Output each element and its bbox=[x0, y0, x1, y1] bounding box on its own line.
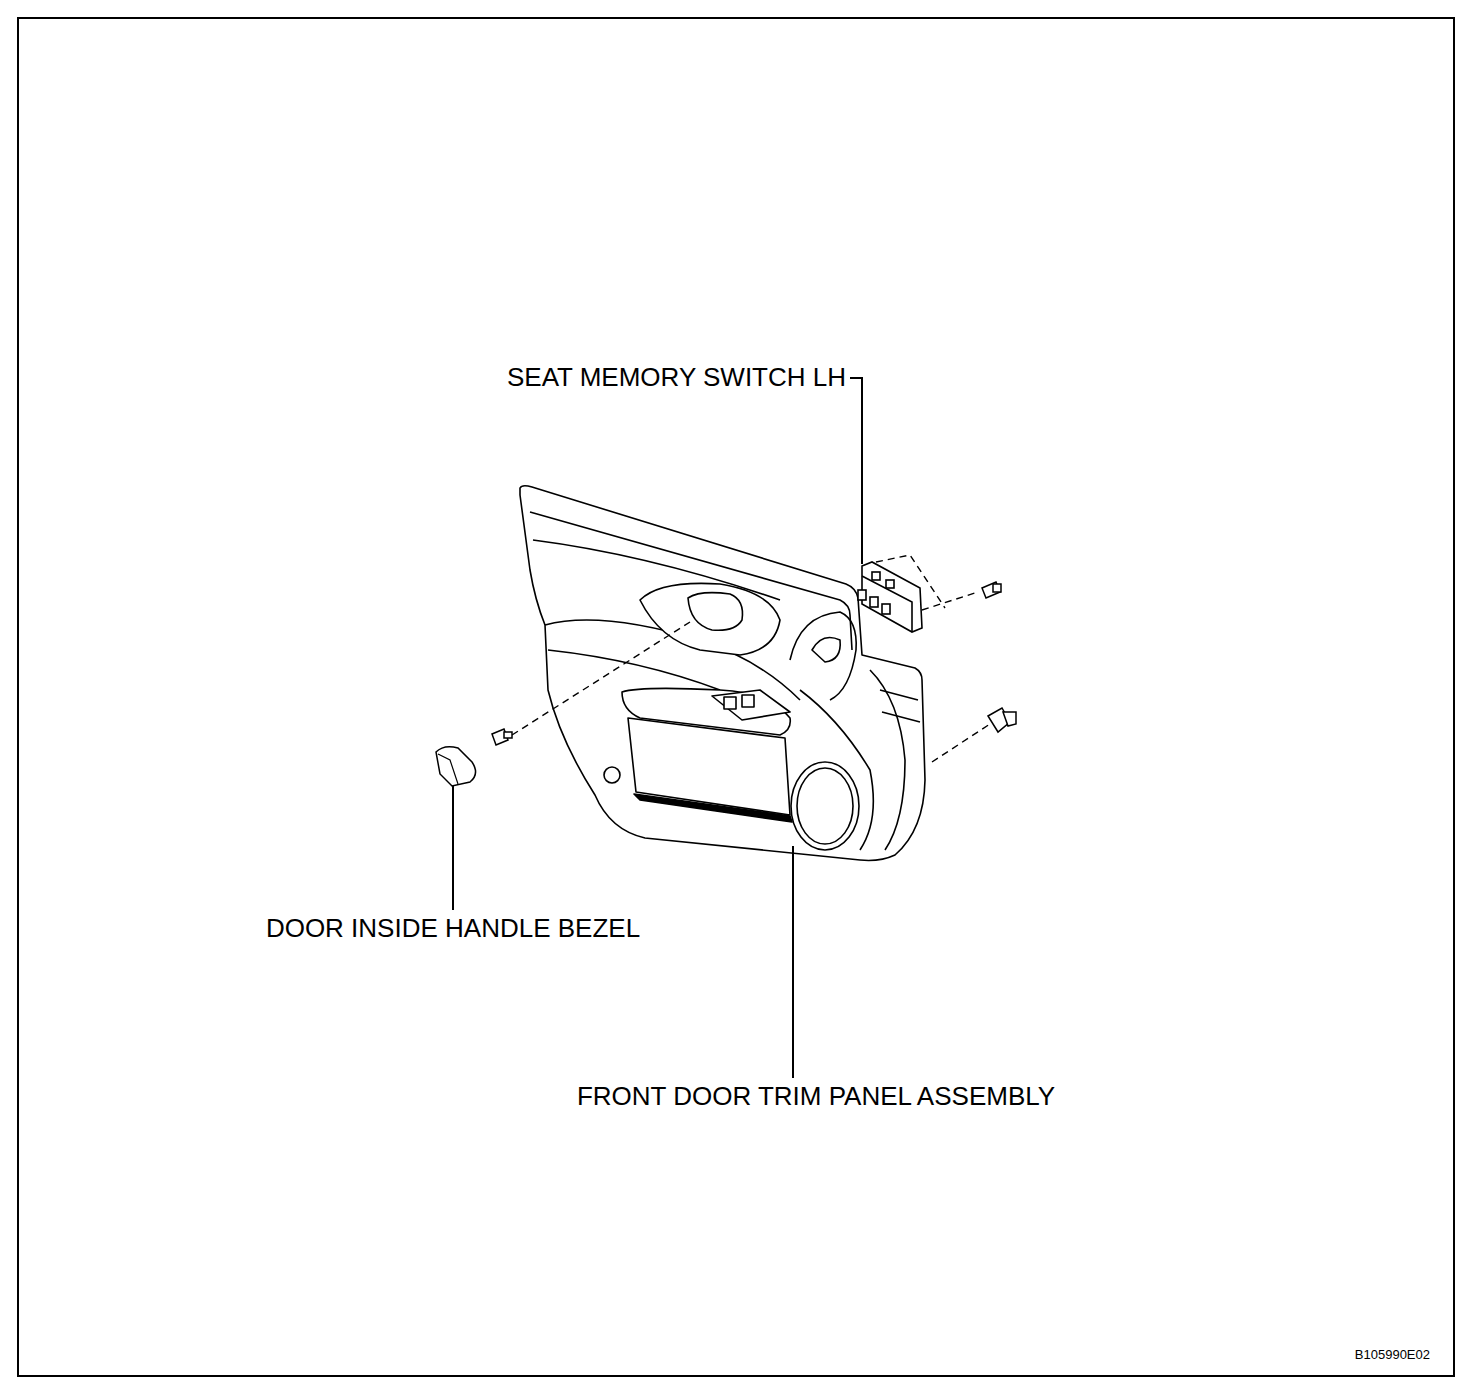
dashed-assembly-lines bbox=[512, 555, 990, 762]
seat-memory-switch bbox=[858, 562, 922, 632]
part-name: DOOR INSIDE HANDLE BEZEL bbox=[266, 914, 640, 944]
handle-bezel-edge bbox=[438, 754, 458, 784]
frame-border bbox=[18, 18, 1454, 1376]
part-name: FRONT DOOR TRIM PANEL ASSEMBLY bbox=[577, 1082, 1055, 1112]
figure-code: B105990E02 bbox=[1355, 1348, 1430, 1363]
handle-bezel bbox=[436, 747, 476, 786]
screws-and-clip bbox=[492, 582, 1016, 745]
part-name: SEAT MEMORY SWITCH LH bbox=[507, 363, 846, 393]
door-trim-panel bbox=[520, 486, 925, 861]
leader-lines bbox=[453, 378, 862, 1078]
